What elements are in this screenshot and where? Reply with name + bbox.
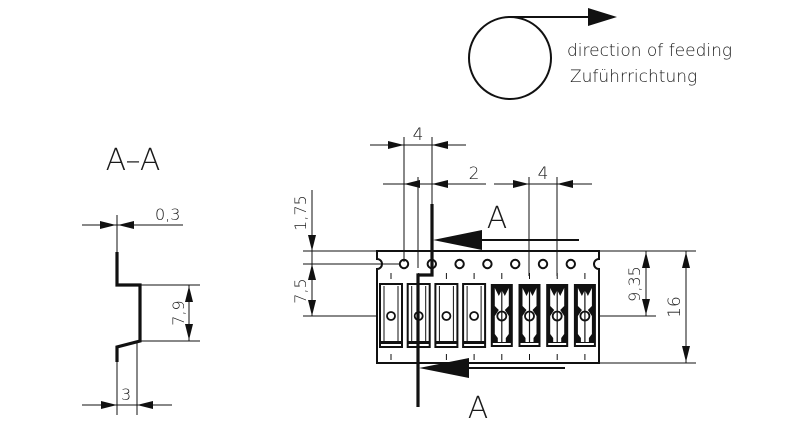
- sprocket-hole: [565, 258, 576, 270]
- section-line: [416, 204, 434, 407]
- dim-offset: 2: [469, 164, 480, 184]
- sprocket-hole: [537, 258, 549, 270]
- dim-hole-pitch: 4: [413, 125, 424, 145]
- pocket-filled: [546, 273, 569, 360]
- pocket-empty: [434, 273, 459, 360]
- feed-arrow-icon: [588, 8, 617, 26]
- dim-hole-pocket: 7,5: [291, 278, 310, 303]
- section-view: A–A 0,3 7,9 3: [82, 143, 200, 415]
- section-arrow-bottom-icon: [419, 358, 469, 378]
- feeding-label-de: Zuführrichtung: [570, 67, 697, 87]
- sprocket-hole: [510, 258, 521, 270]
- feeding-label-en: direction of feeding: [567, 41, 732, 61]
- pocket-filled: [490, 273, 513, 360]
- section-label-bottom: A: [468, 391, 489, 426]
- section-arrow-top-icon: [433, 230, 482, 250]
- section-title: A–A: [106, 143, 161, 178]
- dim-depth: 7,9: [169, 300, 188, 325]
- dim-pocket-pitch: 4: [538, 164, 549, 184]
- section-label-top: A: [487, 201, 508, 236]
- dim-tape-width: 16: [665, 296, 685, 318]
- pocket-filled: [518, 273, 541, 360]
- dim-thickness: 0,3: [155, 205, 180, 224]
- tape-view: 4 2 4 1,75 7,5 9,35 16: [291, 125, 696, 426]
- pocket-empty: [379, 273, 403, 360]
- sprocket-hole: [482, 258, 493, 270]
- dim-hole-edge: 1,75: [291, 195, 310, 231]
- feeding-direction: direction of feeding Zuführrichtung: [468, 8, 732, 100]
- pockets: [379, 273, 596, 360]
- dim-pocket-center: 9,35: [625, 266, 644, 302]
- dim-height: 3: [121, 385, 131, 404]
- pocket-filled: [573, 273, 596, 360]
- reel-icon: [468, 16, 552, 100]
- pocket-empty: [462, 273, 487, 360]
- sprocket-holes: [398, 258, 576, 270]
- sprocket-hole: [454, 258, 465, 270]
